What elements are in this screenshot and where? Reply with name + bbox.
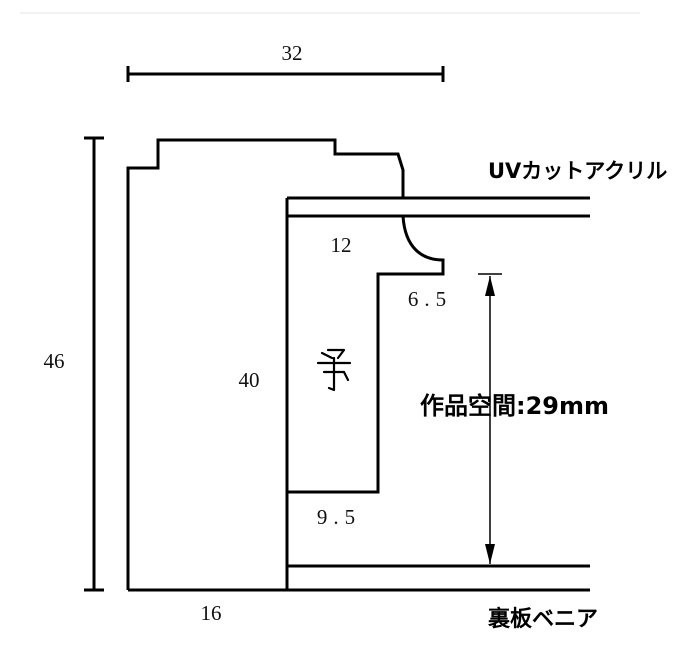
- rabbet-depth-label: 9.5: [317, 505, 361, 529]
- rabbet-outline: [287, 215, 445, 494]
- inner-height-label: 40: [239, 368, 260, 392]
- back-board-label: 裏板ベニア: [488, 606, 598, 632]
- top-width-dimension: 32: [126, 41, 445, 82]
- work-space-dimension: [478, 273, 502, 567]
- wood-glyph-icon: [316, 348, 352, 392]
- acrylic-label: UVカットアクリル: [488, 159, 667, 183]
- total-height-label: 46: [44, 349, 65, 373]
- work-dim-arrow-bottom: [485, 544, 495, 564]
- top-width-label: 32: [282, 41, 303, 65]
- rabbet-step-label: 6.5: [408, 287, 452, 311]
- work-dim-arrow-top: [485, 276, 495, 296]
- lip-width-label: 12: [331, 233, 352, 257]
- total-height-dimension: 46: [44, 136, 104, 592]
- work-space-label: 作品空間:29mm: [420, 392, 609, 420]
- frame-profile-outline: [126, 138, 405, 590]
- base-width-label: 16: [201, 601, 222, 625]
